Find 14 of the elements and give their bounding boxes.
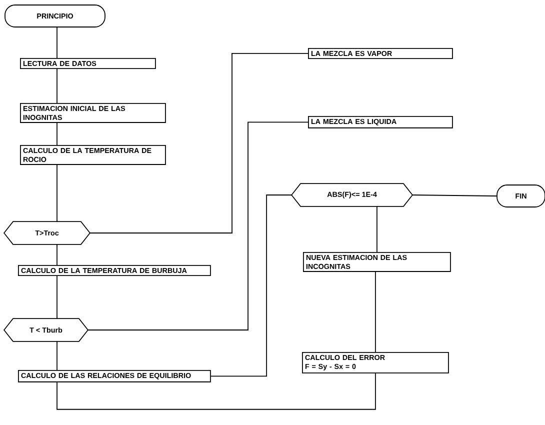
connector-line xyxy=(56,122,58,146)
connector-line xyxy=(56,372,376,410)
connector-line xyxy=(56,341,58,370)
connector-line xyxy=(88,122,308,330)
connector-line xyxy=(412,194,497,196)
connector-line xyxy=(210,194,292,377)
connector-line xyxy=(56,27,58,58)
connector-line xyxy=(56,164,58,222)
connector-line xyxy=(376,206,378,252)
connector-line xyxy=(90,53,308,234)
connector-line xyxy=(375,272,376,352)
connector-line xyxy=(56,276,58,319)
connector-line xyxy=(56,68,58,104)
connector-line xyxy=(56,244,58,266)
